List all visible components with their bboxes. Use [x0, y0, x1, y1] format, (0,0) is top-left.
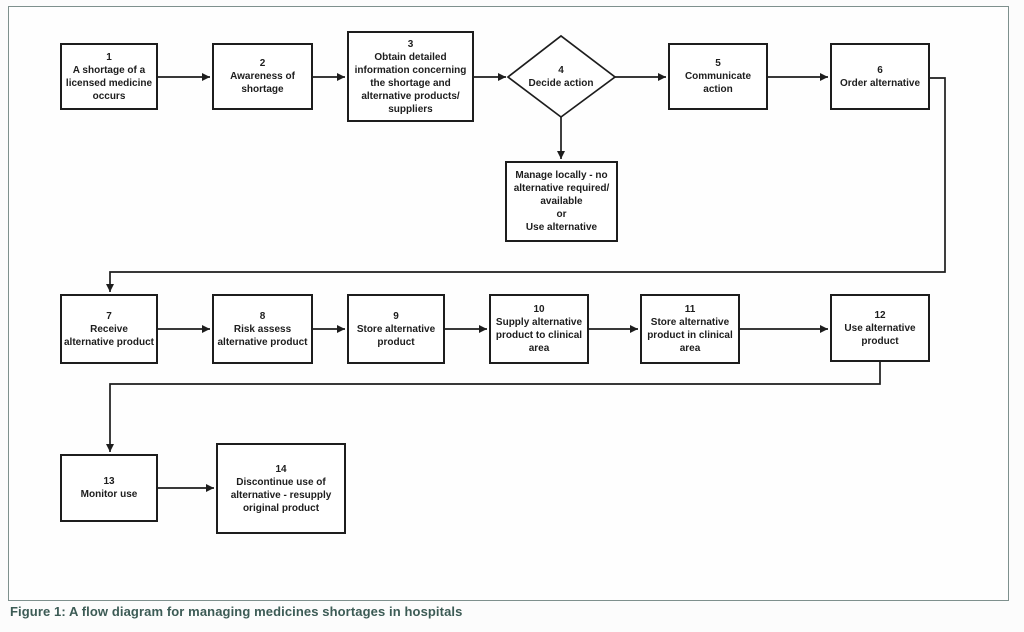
- node-label: A shortage of a licensed medicine occurs: [65, 64, 153, 102]
- node-label: Store alternative product in clinical ar…: [647, 317, 733, 354]
- node-number: 9: [393, 310, 399, 322]
- flow-node-10: 10 Supply alternative product to clinica…: [489, 294, 589, 364]
- node-number: 10: [533, 304, 545, 315]
- flow-node-12: 12 Use alternative product: [830, 294, 930, 362]
- node-label: Store alternative product: [356, 323, 436, 348]
- flow-node-14: 14 Discontinue use of alternative - resu…: [216, 443, 346, 534]
- node-number: 3: [407, 38, 414, 50]
- flow-node-4-decision: 4 Decide action: [506, 55, 616, 99]
- figure-caption: Figure 1: A flow diagram for managing me…: [10, 604, 463, 619]
- node-number: 5: [715, 58, 721, 69]
- flow-node-6: 6 Order alternative: [830, 43, 930, 110]
- node-label: Manage locally - no alternative required…: [513, 170, 610, 233]
- node-number: 4: [558, 65, 564, 76]
- flow-node-9: 9 Store alternative product: [347, 294, 445, 364]
- node-label: Discontinue use of alternative - resuppl…: [230, 476, 332, 514]
- node-label: Communicate action: [684, 71, 752, 95]
- flow-node-5: 5 Communicate action: [668, 43, 768, 110]
- flow-node-3: 3 Obtain detailed information concerning…: [347, 31, 474, 122]
- flow-node-2: 2 Awareness of shortage: [212, 43, 313, 110]
- node-label: Risk assess alternative product: [217, 323, 308, 348]
- node-number: 12: [874, 309, 886, 321]
- node-label: Receive alternative product: [63, 323, 155, 348]
- node-label: Obtain detailed information concerning t…: [354, 51, 467, 115]
- flow-node-manage-locally: Manage locally - no alternative required…: [505, 161, 618, 242]
- flow-node-1: 1 A shortage of a licensed medicine occu…: [60, 43, 158, 110]
- node-label: Use alternative product: [844, 322, 916, 347]
- node-number: 7: [106, 310, 112, 322]
- node-label: Awareness of shortage: [230, 71, 295, 95]
- node-number: 8: [259, 310, 266, 322]
- node-label: Monitor use: [80, 489, 138, 500]
- flow-node-7: 7 Receive alternative product: [60, 294, 158, 364]
- node-number: 6: [877, 64, 883, 76]
- node-label: Supply alternative product to clinical a…: [495, 317, 583, 354]
- flow-node-8: 8 Risk assess alternative product: [212, 294, 313, 364]
- flow-node-13: 13 Monitor use: [60, 454, 158, 522]
- node-number: 11: [684, 304, 696, 315]
- node-number: 13: [103, 476, 115, 487]
- flow-node-11: 11 Store alternative product in clinical…: [640, 294, 740, 364]
- node-number: 14: [275, 463, 287, 475]
- node-number: 2: [259, 58, 266, 69]
- node-label: Decide action: [528, 78, 594, 89]
- node-number: 1: [106, 51, 112, 63]
- node-label: Order alternative: [839, 77, 921, 89]
